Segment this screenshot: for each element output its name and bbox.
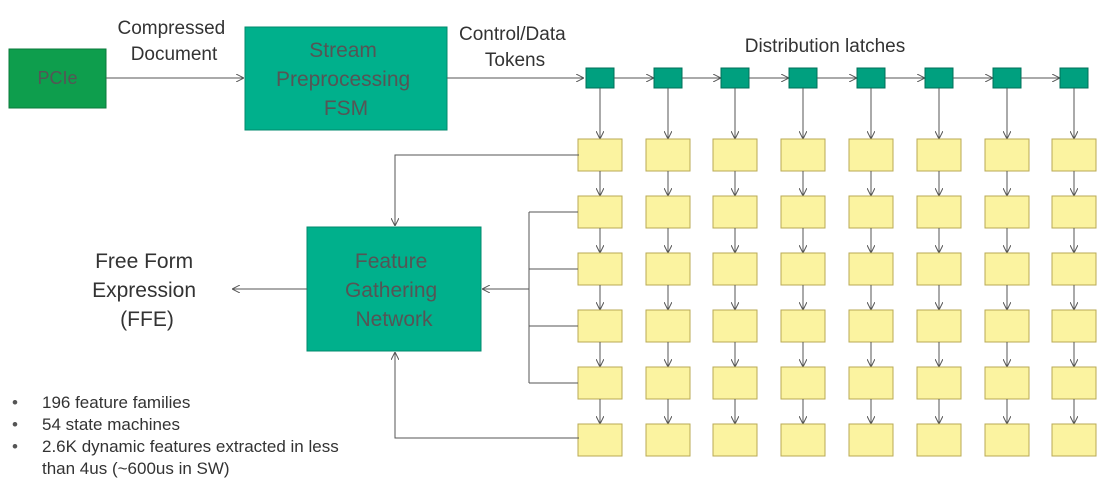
state-machine	[780, 366, 826, 400]
state-machine	[645, 309, 691, 343]
state-machine	[645, 195, 691, 229]
state-machine	[984, 423, 1030, 457]
bullet-item: 54 state machines	[12, 414, 372, 436]
distribution-latch	[653, 67, 683, 89]
state-machine	[848, 195, 894, 229]
distribution-latch	[992, 67, 1022, 89]
bottom-feedback-path	[395, 353, 579, 439]
state-machine	[916, 309, 962, 343]
state-machine	[712, 366, 758, 400]
state-machine	[848, 252, 894, 286]
state-machine	[916, 195, 962, 229]
control-data-tokens-label: Control/Data Tokens	[459, 24, 571, 71]
state-machine	[577, 366, 623, 400]
state-machine	[780, 423, 826, 457]
state-machine	[780, 252, 826, 286]
distribution-latch	[585, 67, 615, 89]
state-machine	[916, 138, 962, 172]
state-machine	[984, 309, 1030, 343]
state-machine	[984, 138, 1030, 172]
distribution-latch	[788, 67, 818, 89]
compressed-document-label: Compressed Document	[118, 18, 231, 65]
stream-preprocessing-fsm-label: Stream Preprocessing FSM	[276, 39, 416, 120]
bullet-item: 2.6K dynamic features extracted in less …	[12, 436, 372, 480]
state-machine	[916, 366, 962, 400]
distribution-latch	[856, 67, 886, 89]
state-machine	[848, 309, 894, 343]
state-machine	[984, 195, 1030, 229]
state-machine	[916, 252, 962, 286]
pcie-label: PCIe	[37, 68, 77, 88]
state-machine	[577, 423, 623, 457]
state-machine	[780, 309, 826, 343]
state-machine	[712, 252, 758, 286]
state-machine	[1051, 423, 1097, 457]
latch-and-state-machine-grid	[483, 67, 1097, 457]
state-machine	[712, 195, 758, 229]
state-machine	[712, 423, 758, 457]
state-machine	[577, 138, 623, 172]
bullet-item: 196 feature families	[12, 392, 372, 414]
state-machine	[848, 423, 894, 457]
state-machine	[1051, 138, 1097, 172]
state-machine	[577, 309, 623, 343]
state-machine	[1051, 252, 1097, 286]
state-machine	[645, 138, 691, 172]
state-machine	[984, 252, 1030, 286]
state-machine	[916, 423, 962, 457]
pcie-block	[8, 48, 107, 109]
feature-gathering-network-block	[306, 226, 482, 352]
state-machine	[645, 366, 691, 400]
state-machine	[1051, 195, 1097, 229]
top-feedback-path	[395, 154, 579, 225]
state-machine	[780, 195, 826, 229]
state-machine	[712, 309, 758, 343]
state-machine	[577, 195, 623, 229]
state-machine	[848, 366, 894, 400]
summary-bullet-list: 196 feature families 54 state machines 2…	[12, 392, 372, 480]
state-machine	[848, 138, 894, 172]
distribution-latch	[1059, 67, 1089, 89]
ffe-label: Free Form Expression (FFE)	[92, 250, 202, 331]
distribution-latch	[924, 67, 954, 89]
distribution-latch	[720, 67, 750, 89]
state-machine	[1051, 366, 1097, 400]
state-machine	[645, 252, 691, 286]
state-machine	[780, 138, 826, 172]
feature-gathering-network-label: Feature Gathering Network	[345, 250, 443, 331]
state-machine	[1051, 309, 1097, 343]
state-machine	[577, 252, 623, 286]
state-machine	[645, 423, 691, 457]
distribution-latches-label: Distribution latches	[745, 36, 906, 57]
state-machine	[984, 366, 1030, 400]
state-machine	[712, 138, 758, 172]
